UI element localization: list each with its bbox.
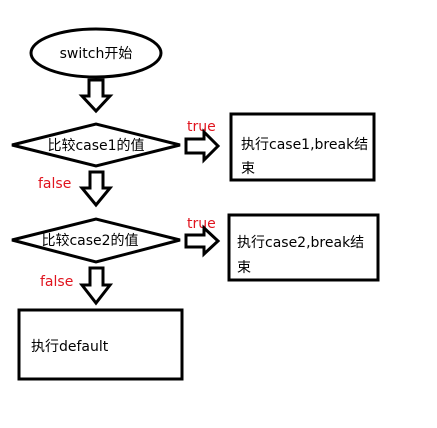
decision-case1-label: 比较case1的值 xyxy=(47,138,144,154)
true-label-2: true xyxy=(187,216,216,232)
action-case1-line2: 束 xyxy=(241,161,255,177)
decision-case1 xyxy=(11,122,181,168)
action-case2-box xyxy=(227,213,380,282)
default-action-label: 执行default xyxy=(31,339,109,355)
decision-case2-label: 比较case2的值 xyxy=(41,233,138,249)
default-action-box xyxy=(17,308,184,381)
start-label: switch开始 xyxy=(60,46,133,62)
right-arrow-1 xyxy=(184,128,221,164)
down-arrow-2 xyxy=(78,170,114,208)
down-arrow-1 xyxy=(78,78,114,114)
decision-case2 xyxy=(11,217,181,264)
action-case2-line2: 束 xyxy=(237,260,251,276)
down-arrow-3 xyxy=(78,266,114,306)
true-label-1: true xyxy=(187,119,216,135)
action-case1-line1: 执行case1,break结 xyxy=(241,137,368,153)
start-node xyxy=(29,27,163,79)
false-label-1: false xyxy=(38,176,71,192)
right-arrow-2 xyxy=(184,224,221,258)
false-label-2: false xyxy=(40,274,73,290)
action-case1-box xyxy=(229,112,376,182)
action-case2-line1: 执行case2,break结 xyxy=(237,235,364,251)
